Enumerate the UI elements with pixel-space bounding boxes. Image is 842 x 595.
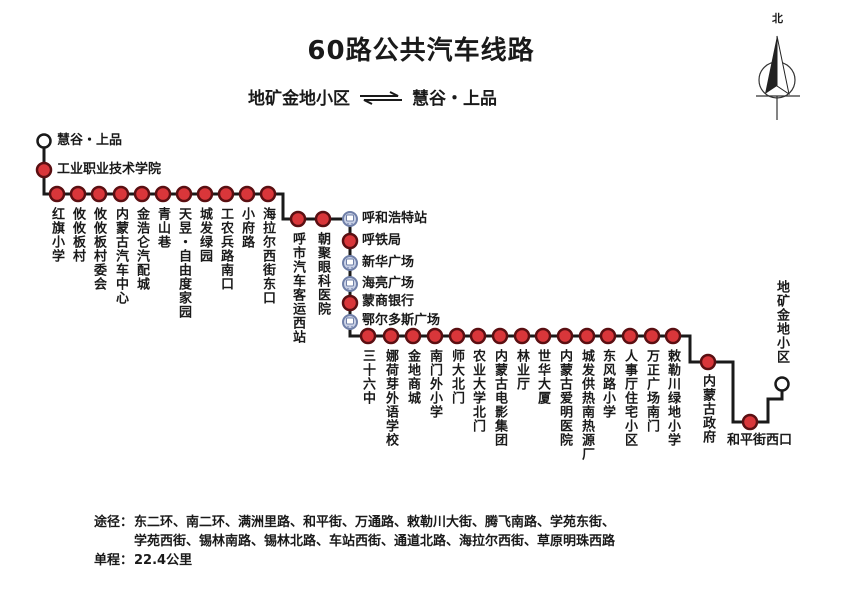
bidirectional-arrows-icon xyxy=(358,90,404,105)
bus-hub-icon xyxy=(342,211,358,227)
stop-label: 鄂尔多斯广场 xyxy=(362,313,441,328)
stop-label: 金地商城 xyxy=(405,349,420,405)
direction-from: 地矿金地小区 xyxy=(248,89,350,109)
stop-label: 内蒙古电影集团 xyxy=(492,349,507,447)
stop-label: 攸攸板村 xyxy=(70,207,85,263)
stop-label: 蒙商银行 xyxy=(362,294,415,309)
via-line-1: 东二环、南二环、满洲里路、和平街、万通路、敕勒川大街、腾飞南路、学苑东街、 xyxy=(134,515,616,530)
stop-label: 呼铁局 xyxy=(362,233,402,248)
route-info: 途径： 东二环、南二环、满洲里路、和平街、万通路、敕勒川大街、腾飞南路、学苑东街… xyxy=(94,513,615,570)
stop-label-end: 地矿金地小区 xyxy=(774,280,789,364)
stop-label: 天昱・自由度家园 xyxy=(176,207,191,319)
north-arrow-icon xyxy=(756,35,800,120)
stop-label: 师大北门 xyxy=(449,349,464,405)
stop-label: 林业厅 xyxy=(514,349,529,391)
stop-label: 三十六中 xyxy=(360,349,375,405)
stop-label: 内蒙古爱明医院 xyxy=(557,349,572,447)
stop-label: 万正广场南门 xyxy=(644,349,659,433)
stop-label: 红旗小学 xyxy=(49,207,64,263)
direction-to: 慧谷・上品 xyxy=(412,89,497,109)
stop-label: 娜荷芽外语学校 xyxy=(383,349,398,447)
stop-label: 海拉尔西街东口 xyxy=(260,207,275,305)
stop-label: 呼市汽车客运西站 xyxy=(290,232,305,344)
stop-label: 城发供热南热源厂 xyxy=(579,349,594,461)
terminal-end-stop xyxy=(774,376,790,392)
stop-label: 小府路 xyxy=(239,207,254,249)
page-title: 60路公共汽车线路 xyxy=(307,36,535,66)
stop-label: 呼和浩特站 xyxy=(362,211,428,226)
compass: 北 xyxy=(750,10,810,120)
via-label: 途径： xyxy=(94,515,134,530)
via-line-2: 学苑西街、锡林南路、锡林北路、车站西街、通道北路、海拉尔西街、草原明珠西路 xyxy=(134,534,616,549)
stop-label: 城发绿园 xyxy=(197,207,212,263)
stop-label: 攸攸板村委会 xyxy=(91,207,106,291)
stop-label: 内蒙古汽车中心 xyxy=(113,207,128,305)
stop-label: 金浩仑汽配城 xyxy=(134,207,149,291)
route-stops xyxy=(35,133,790,431)
stop-label: 工农兵路南口 xyxy=(218,207,233,291)
distance-value: 22.4公里 xyxy=(134,553,193,568)
stop-label: 世华大厦 xyxy=(535,349,550,405)
bus-hub-icon xyxy=(342,255,358,271)
north-label: 北 xyxy=(772,12,783,25)
stop-label: 农业大学北门 xyxy=(470,349,485,433)
stop-label: 工业职业技术学院 xyxy=(57,162,162,177)
distance-label: 单程： xyxy=(94,553,134,568)
stop-label: 青山巷 xyxy=(155,207,170,249)
bus-hub-icon xyxy=(342,276,358,292)
terminal-start-stop xyxy=(36,133,52,149)
stop-label: 东风路小学 xyxy=(600,349,615,419)
stop-label: 内蒙古政府 xyxy=(700,374,715,444)
stop-label: 海亮广场 xyxy=(362,276,415,291)
stop-label: 朝聚眼科医院 xyxy=(315,232,330,316)
bus-hub-icon xyxy=(342,314,358,330)
stop-label: 新华广场 xyxy=(362,255,415,270)
route-direction: 地矿金地小区 慧谷・上品 xyxy=(248,84,497,109)
stop-label: 敕勒川绿地小学 xyxy=(665,349,680,447)
stop-label: 和平街西口 xyxy=(727,433,793,448)
stop-label: 人事厅住宅小区 xyxy=(622,349,637,447)
stop-label: 南门外小学 xyxy=(427,349,442,419)
stop-label-start: 慧谷・上品 xyxy=(57,133,123,148)
